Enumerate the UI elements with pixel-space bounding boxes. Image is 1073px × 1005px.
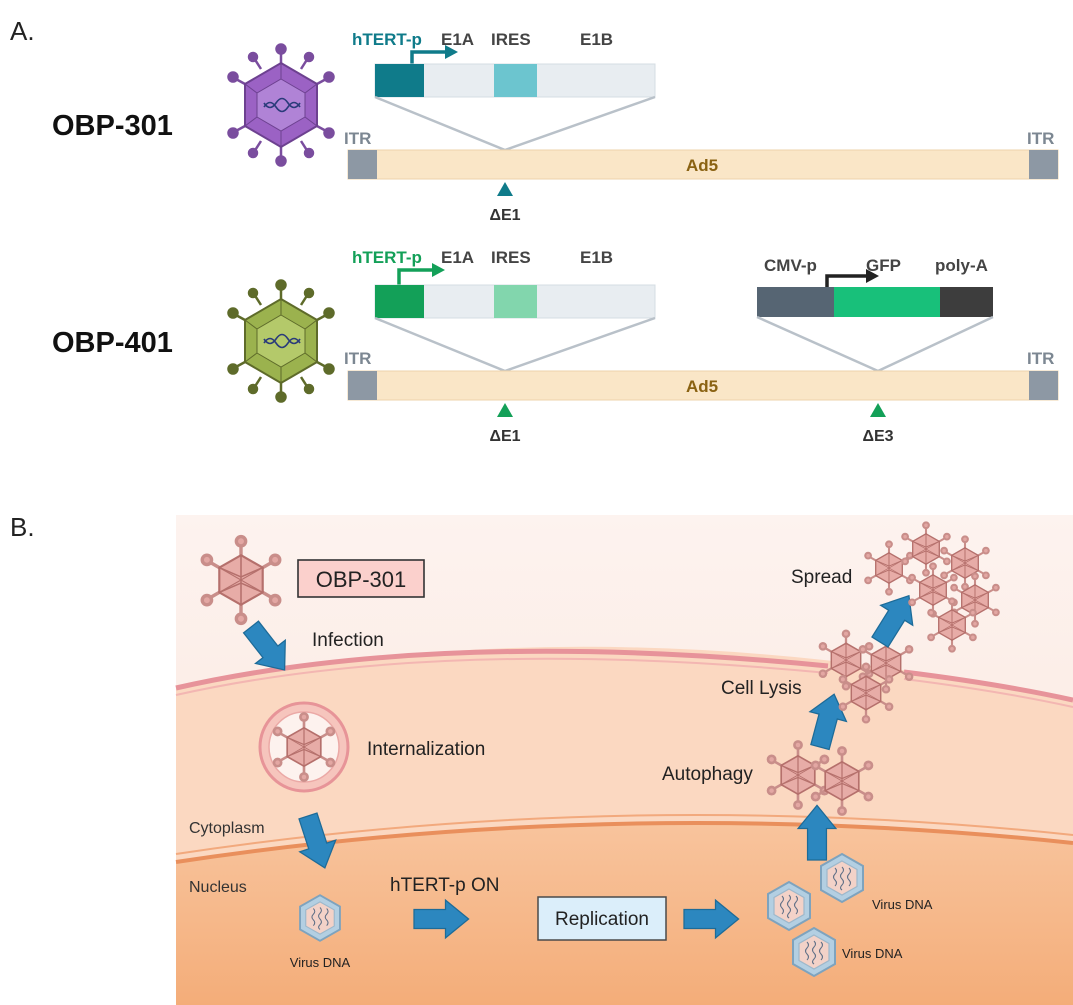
label-htert-p: hTERT-p [352,30,422,49]
deletion-marker-e1 [497,403,513,417]
label-replication: Replication [555,909,649,930]
label-internalization: Internalization [367,739,485,760]
panel-b-label: B. [10,512,35,542]
label-e1b: E1B [580,30,613,49]
label-nucleus: Nucleus [189,879,247,896]
insertion-lines [374,95,656,152]
virus-box [297,559,425,598]
label-e1b: E1B [580,248,613,267]
label-gfp: GFP [866,256,901,275]
deletion-marker-e3 [870,403,886,417]
ires-segment [494,285,537,318]
insertion-lines-e3 [756,315,994,373]
deletion-label-e1: ΔE1 [489,207,520,224]
label-htert-p: hTERT-p [352,248,422,267]
label-e1a: E1A [441,30,474,49]
label-e1a: E1A [441,248,474,267]
itr-right-label: ITR [1027,129,1054,148]
itr-right-label: ITR [1027,349,1054,368]
construct-obp-301: OBP-301 hTERT- [52,30,1059,224]
panel-a-label: A. [10,16,35,46]
cell-membrane [175,648,1073,703]
label-cell-lysis: Cell Lysis [721,678,802,699]
gfp-segment [834,287,940,317]
itr-left-box [348,150,377,179]
label-infection: Infection [312,630,384,651]
itr-left-label: ITR [344,129,371,148]
label-virus-dna: Virus DNA [290,955,351,970]
label-poly-a: poly-A [935,256,988,275]
cell-membrane-inner [175,657,1073,708]
itr-left-box [348,371,377,400]
polya-segment [940,287,993,317]
promoter-segment [375,285,424,318]
promoter-arrow [410,45,458,64]
itr-right-box [1029,150,1058,179]
label-cmv-p: CMV-p [764,256,817,275]
construct-name: OBP-301 [52,110,173,142]
itr-left-label: ITR [344,349,371,368]
dna-icon [263,97,301,113]
construct-name: OBP-401 [52,327,173,359]
label-cytoplasm: Cytoplasm [189,820,265,837]
genome-label: Ad5 [686,156,718,175]
dna-icon [263,333,301,349]
itr-right-box [1029,371,1058,400]
insertion-lines [374,316,656,373]
label-ires: IRES [491,30,531,49]
deletion-label-e1: ΔE1 [489,428,520,445]
construct-obp-401: OBP-401 hTERT-p [52,248,1059,445]
cmv-segment [757,287,834,317]
label-virus-dna-3: Virus DNA [842,946,903,961]
label-htert-on: hTERT-p ON [390,875,499,896]
virus-box-label: OBP-301 [316,567,407,592]
deletion-marker [497,182,513,196]
virus-icon-green [227,279,335,403]
promoter-segment [375,64,424,97]
ires-segment [494,64,537,97]
label-autophagy: Autophagy [662,764,753,785]
label-ires: IRES [491,248,531,267]
virus-icon-purple [227,43,335,167]
cmv-promoter-arrow [825,269,879,287]
label-spread: Spread [791,567,852,588]
nuclear-membrane [175,820,1073,864]
cell-diagram: OBP-301 Infection Internalization Cytopl… [175,515,1073,1005]
genome-label: Ad5 [686,377,718,396]
deletion-label-e3: ΔE3 [862,428,893,445]
replication-box [537,896,667,941]
label-virus-dna-2: Virus DNA [872,897,933,912]
promoter-arrow [397,263,445,285]
